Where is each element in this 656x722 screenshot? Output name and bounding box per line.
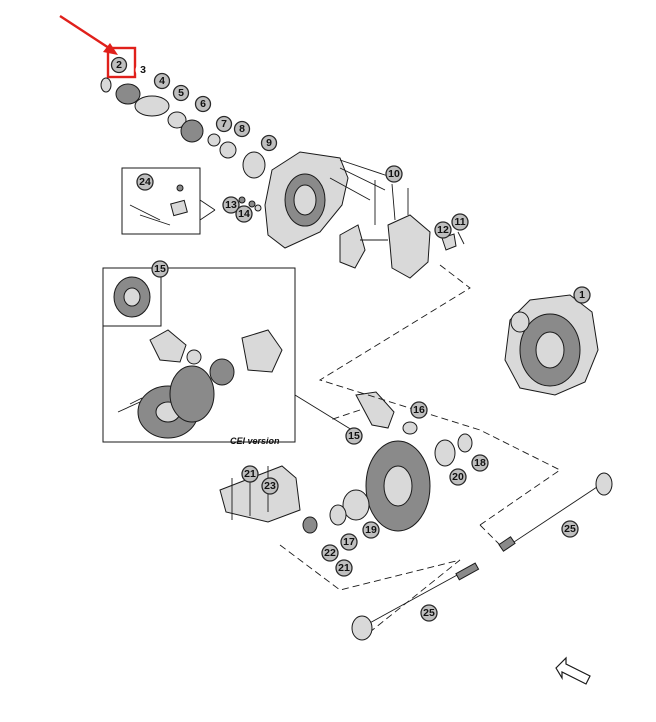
svg-text:8: 8 xyxy=(239,123,245,135)
assembled-differential xyxy=(504,294,599,396)
svg-text:22: 22 xyxy=(324,547,336,559)
ring-7 xyxy=(207,133,221,147)
callout-21-upper[interactable]: 21 xyxy=(241,465,259,483)
callout-25-upper[interactable]: 25 xyxy=(561,520,579,538)
callout-9[interactable]: 9 xyxy=(260,134,278,152)
svg-text:13: 13 xyxy=(225,199,237,211)
callout-19[interactable]: 19 xyxy=(362,521,380,539)
callout-12[interactable]: 12 xyxy=(434,221,452,239)
svg-text:16: 16 xyxy=(413,404,425,416)
callout-2[interactable]: 2 xyxy=(110,56,128,74)
svg-text:4: 4 xyxy=(159,75,165,87)
axle-shaft-upper xyxy=(498,472,613,552)
callout-14[interactable]: 14 xyxy=(235,205,253,223)
svg-text:5: 5 xyxy=(178,87,184,99)
callout-20[interactable]: 20 xyxy=(449,468,467,486)
ring-8 xyxy=(219,141,237,159)
cei-inset xyxy=(102,267,353,443)
bearing-9 xyxy=(242,151,266,179)
callout-11[interactable]: 11 xyxy=(451,213,469,231)
bearing-6 xyxy=(180,119,204,143)
axle-shaft-lower xyxy=(351,562,480,641)
cei-frame xyxy=(102,267,296,443)
cei-sub-frame xyxy=(102,267,162,327)
svg-text:21: 21 xyxy=(338,562,350,574)
svg-text:10: 10 xyxy=(388,168,400,180)
small-bolts xyxy=(238,196,262,212)
callout-15-inset[interactable]: 15 xyxy=(151,260,169,278)
callout-18[interactable]: 18 xyxy=(471,454,489,472)
highlight-box xyxy=(106,46,137,79)
svg-text:12: 12 xyxy=(437,224,449,236)
svg-text:18: 18 xyxy=(474,457,486,469)
callout-15[interactable]: 15 xyxy=(345,427,363,445)
callout-24[interactable]: 24 xyxy=(136,173,154,191)
svg-text:21: 21 xyxy=(244,468,256,480)
svg-text:2: 2 xyxy=(116,59,122,71)
svg-text:15: 15 xyxy=(154,263,166,275)
callout-8[interactable]: 8 xyxy=(233,120,251,138)
callout-22[interactable]: 22 xyxy=(321,544,339,562)
svg-text:17: 17 xyxy=(343,536,355,548)
callout-23[interactable]: 23 xyxy=(261,477,279,495)
svg-text:15: 15 xyxy=(348,430,360,442)
svg-text:3: 3 xyxy=(140,64,146,76)
housing-cover xyxy=(264,151,401,249)
callout-5[interactable]: 5 xyxy=(172,84,190,102)
callout-7[interactable]: 7 xyxy=(215,115,233,133)
svg-text:11: 11 xyxy=(454,216,465,228)
callout-4[interactable]: 4 xyxy=(153,72,171,90)
shift-fork-group xyxy=(219,465,301,523)
svg-text:1: 1 xyxy=(579,289,585,301)
svg-text:6: 6 xyxy=(200,98,206,110)
svg-text:19: 19 xyxy=(365,524,377,536)
direction-arrow-icon xyxy=(555,656,591,685)
callout-10[interactable]: 10 xyxy=(385,165,403,183)
callout-bubbles: 2 3 4 5 6 7 8 9 10 11 12 13 14 24 15 1 1… xyxy=(110,56,591,622)
svg-text:23: 23 xyxy=(264,480,276,492)
ring-5 xyxy=(167,111,187,129)
small-parts-row xyxy=(100,77,266,179)
svg-text:9: 9 xyxy=(266,137,272,149)
highlight-annotation xyxy=(59,14,137,79)
callout-17[interactable]: 17 xyxy=(340,533,358,551)
svg-text:25: 25 xyxy=(423,607,435,619)
callout-3[interactable]: 3 xyxy=(135,62,151,78)
inset-box-24 xyxy=(121,167,216,235)
svg-text:7: 7 xyxy=(221,118,227,130)
bearing-cup xyxy=(115,83,141,105)
svg-text:24: 24 xyxy=(139,176,151,188)
svg-text:25: 25 xyxy=(564,523,576,535)
ring-gear-group xyxy=(302,391,473,534)
washer-4 xyxy=(134,95,170,117)
callout-21-lower[interactable]: 21 xyxy=(335,559,353,577)
dashed-leaders xyxy=(279,264,561,641)
callout-25-lower[interactable]: 25 xyxy=(420,604,438,622)
svg-text:14: 14 xyxy=(238,208,250,220)
callout-16[interactable]: 16 xyxy=(410,401,428,419)
cei-version-caption: CEI version xyxy=(230,436,280,446)
callout-13[interactable]: 13 xyxy=(222,196,240,214)
red-arrow-shaft xyxy=(59,14,113,52)
callout-6[interactable]: 6 xyxy=(194,95,212,113)
svg-text:20: 20 xyxy=(452,471,464,483)
seal-ring xyxy=(100,77,112,93)
bracket-assembly xyxy=(339,180,465,279)
callout-1[interactable]: 1 xyxy=(573,286,591,304)
